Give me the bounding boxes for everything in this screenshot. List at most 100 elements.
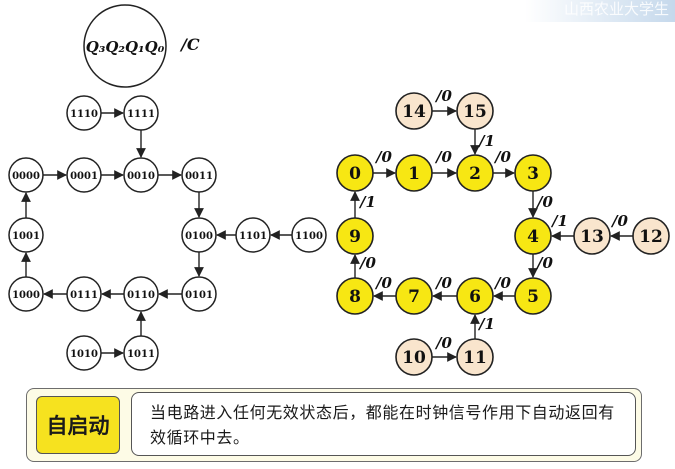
valid-state-node: 2 [456,154,494,192]
invalid-state-node-label: 11 [463,348,487,368]
binary-state-circle [123,276,159,312]
binary-state-label: 0000 [12,171,40,182]
edge-output-label: /0 [374,274,392,292]
invalid-state-node-label: 14 [402,102,426,122]
binary-state-label: 1010 [70,349,98,360]
invalid-state-node-label: 10 [402,348,426,368]
binary-state-node: 1110 [66,95,102,131]
binary-state-node: 0000 [8,157,44,193]
valid-state-node-label: 2 [469,164,481,184]
edge-output-label: /0 [434,334,452,352]
edge-output-label: /1 [477,315,495,333]
binary-state-diagram: 1110 1111 0000 0001 0010 0011 1001 0100 1101 1100… [8,95,327,371]
valid-state-node: 5 [514,277,552,315]
binary-state-node: 1100 [291,217,327,253]
valid-state-node: 3 [514,154,552,192]
binary-state-node: 0001 [66,157,102,193]
binary-state-label: 0011 [185,171,213,182]
invalid-state-node: 14 [395,92,433,130]
edge-output-label: /1 [477,132,495,150]
edge-output-label: /0 [358,254,376,272]
binary-state-label: 1001 [12,231,40,242]
binary-state-node: 0110 [123,276,159,312]
binary-state-label: 1111 [127,109,155,120]
binary-state-label: 1101 [239,231,267,242]
invalid-state-node-circle [573,217,611,255]
valid-state-node: 1 [395,154,433,192]
invalid-state-node-label: 12 [639,227,663,247]
note-text: 当电路进入任何无效状态后，都能在时钟信号作用下自动返回有效循环中去。 [131,392,636,456]
valid-state-node-circle [456,277,494,315]
binary-state-circle [181,217,217,253]
invalid-state-node-circle [395,92,433,130]
invalid-state-node-circle [456,338,494,376]
binary-state-node: 0111 [66,276,102,312]
binary-state-node: 0100 [181,217,217,253]
edge-output-label: /1 [358,193,376,211]
binary-state-node: 1101 [235,217,271,253]
edge-output-label: /0 [535,193,553,211]
valid-state-node-label: 0 [349,164,361,184]
binary-state-circle [66,157,102,193]
binary-state-label: 0101 [185,290,213,301]
valid-state-node-label: 3 [527,164,539,184]
binary-state-circle [66,276,102,312]
edge-output-label: /1 [550,212,568,230]
binary-state-label: 1100 [295,231,323,242]
valid-state-node-circle [336,217,374,255]
valid-state-node-label: 1 [408,164,420,184]
binary-state-circle [123,157,159,193]
edge-output-label: /0 [434,274,452,292]
legend-output: /C [179,35,200,54]
edge-output-label: /0 [493,274,511,292]
binary-state-label: 0110 [127,290,155,301]
binary-state-circle [66,335,102,371]
binary-state-circle [8,276,44,312]
binary-state-label: 0100 [185,231,213,242]
valid-state-node: 9 [336,217,374,255]
valid-state-node-circle [456,154,494,192]
binary-state-circle [181,276,217,312]
invalid-state-node: 13 [573,217,611,255]
invalid-state-node: 12 [632,217,670,255]
invalid-state-node-circle [395,338,433,376]
edge-output-label: /0 [493,148,511,166]
valid-state-node-circle [336,277,374,315]
binary-state-label: 0111 [70,290,98,301]
binary-state-circle [181,157,217,193]
legend-variables: Q₃Q₂Q₁Q₀ [86,38,165,56]
valid-state-node-label: 5 [527,287,539,307]
invalid-state-node: 10 [395,338,433,376]
binary-state-circle [235,217,271,253]
valid-state-node: 6 [456,277,494,315]
valid-state-node-label: 6 [469,287,481,307]
valid-state-node-label: 4 [527,227,539,247]
edge-output-label: /0 [535,254,553,272]
invalid-state-node-circle [456,92,494,130]
edge-output-label: /0 [434,148,452,166]
binary-state-circle [8,217,44,253]
binary-state-node: 0010 [123,157,159,193]
binary-state-node: 1001 [8,217,44,253]
invalid-state-node-label: 13 [580,227,604,247]
watermark: 山西农业大学生 [563,0,669,18]
window-corner-shade [525,0,675,22]
note-label: 自启动 [36,396,120,454]
binary-state-node: 1010 [66,335,102,371]
binary-state-circle [291,217,327,253]
valid-state-node-label: 8 [349,287,361,307]
valid-state-node-circle [395,154,433,192]
note-box: 自启动 当电路进入任何无效状态后，都能在时钟信号作用下自动返回有效循环中去。 [26,388,642,462]
binary-state-circle [8,157,44,193]
binary-state-node: 1000 [8,276,44,312]
binary-state-label: 0001 [70,171,98,182]
edge-output-label: /0 [610,212,628,230]
valid-state-node-circle [395,277,433,315]
edge-output-label: /0 [434,87,452,105]
invalid-state-node: 15 [456,92,494,130]
binary-state-node: 1011 [123,335,159,371]
legend-circle [83,4,167,88]
binary-state-node: 0011 [181,157,217,193]
